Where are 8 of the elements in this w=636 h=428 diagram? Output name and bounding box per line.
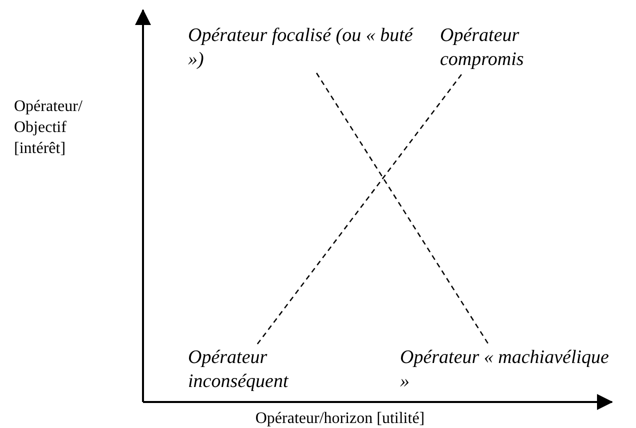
quadrant-label: Opérateur focalisé (ou « buté ») [188,24,428,72]
axis-title: Opérateur/horizon [utilité] [254,409,426,428]
dashed-line [316,72,489,344]
quadrant-label: Opérateur « machiavélique » [400,346,610,394]
quadrant-label: Opérateur compromis [440,24,590,72]
quadrant-label: Opérateur inconséquent [188,346,348,394]
axis-title: Opérateur/ Objectif [intérêt] [14,97,84,159]
dashed-line [256,72,464,344]
